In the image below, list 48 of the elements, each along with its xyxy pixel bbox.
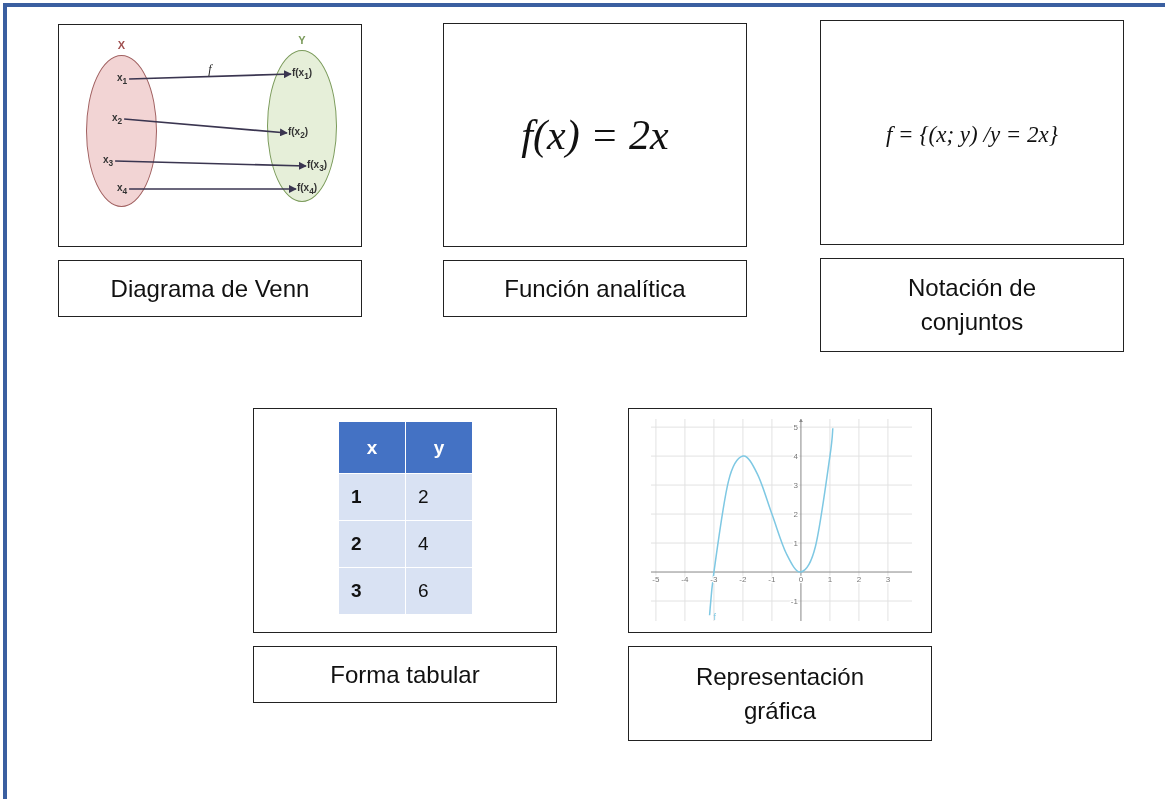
tick-label: 4 xyxy=(793,452,798,462)
image-label: f(x$_{2}$) xyxy=(287,126,309,140)
series-label: f xyxy=(713,612,717,622)
table-cell: 2 xyxy=(405,473,473,521)
table-cell: 1 xyxy=(338,473,406,521)
caption-box: Diagrama de Venn xyxy=(58,260,362,317)
table-header-cell: y xyxy=(405,421,473,474)
tick-label: 1 xyxy=(793,539,798,549)
arrow xyxy=(123,118,288,137)
caption-box: Representación gráfica xyxy=(628,646,932,741)
tick-label: -5 xyxy=(652,575,660,584)
element-label: x$_{1}$ xyxy=(116,72,128,86)
caption-box: Forma tabular xyxy=(253,646,557,703)
element-label: x$_{4}$ xyxy=(116,182,128,196)
tick-label: -2 xyxy=(739,575,747,584)
edge-label: f xyxy=(206,62,214,75)
element-label: x$_{2}$ xyxy=(111,112,123,126)
formula-box: f = {(x; y) /y = 2x} xyxy=(820,20,1124,245)
set-label: Y xyxy=(298,34,306,46)
table-cell: 2 xyxy=(338,520,406,568)
tick-label: 2 xyxy=(793,510,798,520)
table-cell: 4 xyxy=(405,520,473,568)
tick-label: -1 xyxy=(790,597,798,606)
table-panel xyxy=(253,408,557,633)
element-label: x$_{3}$ xyxy=(102,154,114,168)
tick-label: 1 xyxy=(827,575,833,584)
caption-box: Función analítica xyxy=(443,260,747,317)
graph-panel xyxy=(628,408,932,633)
table-header-cell: x xyxy=(338,421,406,474)
image-label: f(x$_{4}$) xyxy=(296,182,318,196)
tick-label: -4 xyxy=(681,575,689,584)
tick-label: 5 xyxy=(793,423,798,433)
arrow xyxy=(114,160,307,170)
image-label: f(x$_{3}$) xyxy=(306,159,328,173)
tick-label: 3 xyxy=(885,575,891,584)
tick-label: 3 xyxy=(793,481,798,491)
caption-box: Notación de conjuntos xyxy=(820,258,1124,352)
tick-label: -1 xyxy=(768,575,776,584)
tick-label: 2 xyxy=(856,575,862,584)
tick-label: 0 xyxy=(798,575,804,584)
formula-box: f(x) = 2x xyxy=(443,23,747,247)
image-label: f(x$_{1}$) xyxy=(291,67,313,81)
set-label: X xyxy=(117,39,126,51)
diagram-panel xyxy=(58,24,362,247)
table-cell: 3 xyxy=(338,567,406,615)
table-cell: 6 xyxy=(405,567,473,615)
arrow xyxy=(128,70,292,80)
arrow xyxy=(128,185,297,193)
